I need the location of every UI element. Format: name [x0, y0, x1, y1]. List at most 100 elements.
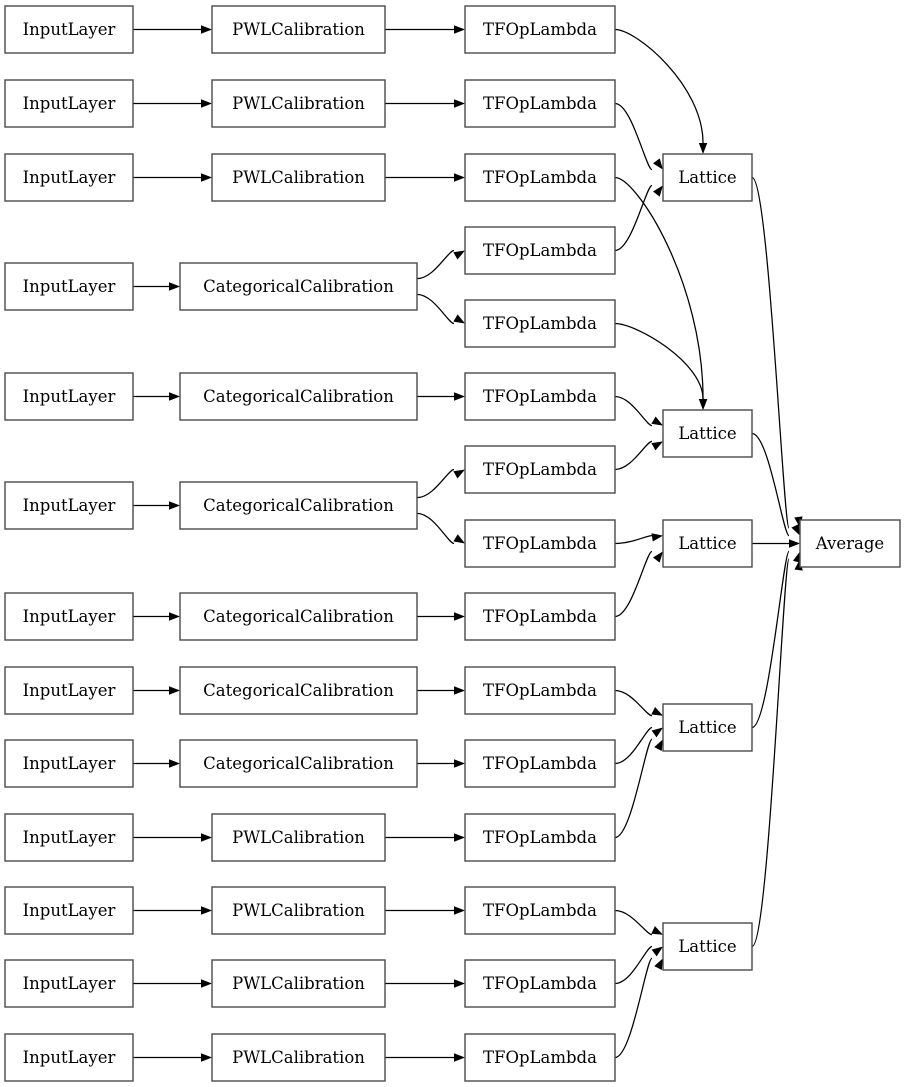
node-box[interactable]	[179, 262, 418, 311]
node-tfop-lambda-lam14[interactable]: TFOpLambda	[464, 959, 616, 1008]
node-categorical-calibration-cal8[interactable]: CategoricalCalibration	[179, 666, 418, 715]
node-pwlcalibration-cal3[interactable]: PWLCalibration	[211, 153, 386, 202]
node-tfop-lambda-lam10[interactable]: TFOpLambda	[464, 666, 616, 715]
node-input-layer-in6[interactable]: InputLayer	[4, 481, 134, 530]
node-label: TFOpLambda	[483, 754, 597, 773]
node-box[interactable]	[211, 79, 386, 128]
node-box[interactable]	[464, 445, 616, 494]
node-tfop-lambda-lam3[interactable]: TFOpLambda	[464, 153, 616, 202]
node-average-avg[interactable]: Average	[799, 519, 901, 568]
node-box[interactable]	[662, 703, 753, 752]
node-lattice-lat2[interactable]: Lattice	[662, 409, 753, 458]
node-pwlcalibration-cal1[interactable]: PWLCalibration	[211, 5, 386, 54]
node-box[interactable]	[211, 959, 386, 1008]
node-pwlcalibration-cal12[interactable]: PWLCalibration	[211, 959, 386, 1008]
edge-lam10-to-lat4	[614, 689, 663, 717]
node-label: TFOpLambda	[483, 828, 597, 847]
node-input-layer-in8[interactable]: InputLayer	[4, 666, 134, 715]
node-tfop-lambda-lam1[interactable]: TFOpLambda	[464, 5, 616, 54]
node-categorical-calibration-cal9[interactable]: CategoricalCalibration	[179, 739, 418, 788]
edge-in10-to-cal10	[133, 833, 212, 842]
node-tfop-lambda-lam7[interactable]: TFOpLambda	[464, 445, 616, 494]
edge-line	[614, 395, 653, 427]
node-lattice-lat4[interactable]: Lattice	[662, 703, 753, 752]
node-input-layer-in5[interactable]: InputLayer	[4, 372, 134, 421]
node-box[interactable]	[4, 813, 134, 862]
node-box[interactable]	[464, 5, 616, 54]
node-lattice-lat3[interactable]: Lattice	[662, 519, 753, 568]
node-tfop-lambda-lam13[interactable]: TFOpLambda	[464, 886, 616, 935]
node-tfop-lambda-lam2[interactable]: TFOpLambda	[464, 79, 616, 128]
node-tfop-lambda-lam5[interactable]: TFOpLambda	[464, 299, 616, 348]
node-input-layer-in12[interactable]: InputLayer	[4, 959, 134, 1008]
node-box[interactable]	[464, 666, 616, 715]
node-box[interactable]	[179, 592, 418, 641]
node-box[interactable]	[4, 592, 134, 641]
node-categorical-calibration-cal5[interactable]: CategoricalCalibration	[179, 372, 418, 421]
node-tfop-lambda-lam12[interactable]: TFOpLambda	[464, 813, 616, 862]
node-input-layer-in1[interactable]: InputLayer	[4, 5, 134, 54]
node-lattice-lat1[interactable]: Lattice	[662, 153, 753, 202]
node-box[interactable]	[211, 5, 386, 54]
node-box[interactable]	[464, 813, 616, 862]
node-categorical-calibration-cal6[interactable]: CategoricalCalibration	[179, 481, 418, 530]
node-input-layer-in9[interactable]: InputLayer	[4, 739, 134, 788]
node-box[interactable]	[211, 153, 386, 202]
node-box[interactable]	[662, 153, 753, 202]
node-box[interactable]	[4, 666, 134, 715]
node-input-layer-in2[interactable]: InputLayer	[4, 79, 134, 128]
node-label: PWLCalibration	[232, 974, 365, 993]
node-tfop-lambda-lam8[interactable]: TFOpLambda	[464, 519, 616, 568]
node-box[interactable]	[464, 1033, 616, 1082]
node-pwlcalibration-cal10[interactable]: PWLCalibration	[211, 813, 386, 862]
node-tfop-lambda-lam6[interactable]: TFOpLambda	[464, 372, 616, 421]
node-box[interactable]	[464, 79, 616, 128]
node-box[interactable]	[464, 592, 616, 641]
node-box[interactable]	[464, 886, 616, 935]
node-box[interactable]	[211, 1033, 386, 1082]
node-input-layer-in4[interactable]: InputLayer	[4, 262, 134, 311]
node-box[interactable]	[662, 922, 753, 971]
node-tfop-lambda-lam11[interactable]: TFOpLambda	[464, 739, 616, 788]
node-box[interactable]	[464, 226, 616, 275]
node-input-layer-in3[interactable]: InputLayer	[4, 153, 134, 202]
node-pwlcalibration-cal11[interactable]: PWLCalibration	[211, 886, 386, 935]
node-box[interactable]	[179, 666, 418, 715]
node-box[interactable]	[464, 519, 616, 568]
node-pwlcalibration-cal13[interactable]: PWLCalibration	[211, 1033, 386, 1082]
node-box[interactable]	[464, 959, 616, 1008]
node-box[interactable]	[4, 5, 134, 54]
node-box[interactable]	[211, 886, 386, 935]
node-box[interactable]	[4, 153, 134, 202]
node-categorical-calibration-cal7[interactable]: CategoricalCalibration	[179, 592, 418, 641]
node-box[interactable]	[4, 262, 134, 311]
node-input-layer-in11[interactable]: InputLayer	[4, 886, 134, 935]
node-box[interactable]	[4, 886, 134, 935]
node-box[interactable]	[464, 299, 616, 348]
node-input-layer-in10[interactable]: InputLayer	[4, 813, 134, 862]
node-lattice-lat5[interactable]: Lattice	[662, 922, 753, 971]
node-box[interactable]	[4, 481, 134, 530]
node-box[interactable]	[211, 813, 386, 862]
node-box[interactable]	[464, 372, 616, 421]
node-box[interactable]	[179, 372, 418, 421]
node-box[interactable]	[4, 959, 134, 1008]
node-box[interactable]	[464, 153, 616, 202]
node-box[interactable]	[179, 481, 418, 530]
node-box[interactable]	[4, 79, 134, 128]
node-box[interactable]	[4, 1033, 134, 1082]
node-box[interactable]	[662, 409, 753, 458]
node-tfop-lambda-lam15[interactable]: TFOpLambda	[464, 1033, 616, 1082]
node-input-layer-in7[interactable]: InputLayer	[4, 592, 134, 641]
node-box[interactable]	[799, 519, 901, 568]
node-box[interactable]	[179, 739, 418, 788]
node-pwlcalibration-cal2[interactable]: PWLCalibration	[211, 79, 386, 128]
node-input-layer-in13[interactable]: InputLayer	[4, 1033, 134, 1082]
node-tfop-lambda-lam9[interactable]: TFOpLambda	[464, 592, 616, 641]
node-box[interactable]	[4, 372, 134, 421]
node-box[interactable]	[662, 519, 753, 568]
node-tfop-lambda-lam4[interactable]: TFOpLambda	[464, 226, 616, 275]
node-box[interactable]	[464, 739, 616, 788]
node-categorical-calibration-cal4[interactable]: CategoricalCalibration	[179, 262, 418, 311]
node-box[interactable]	[4, 739, 134, 788]
